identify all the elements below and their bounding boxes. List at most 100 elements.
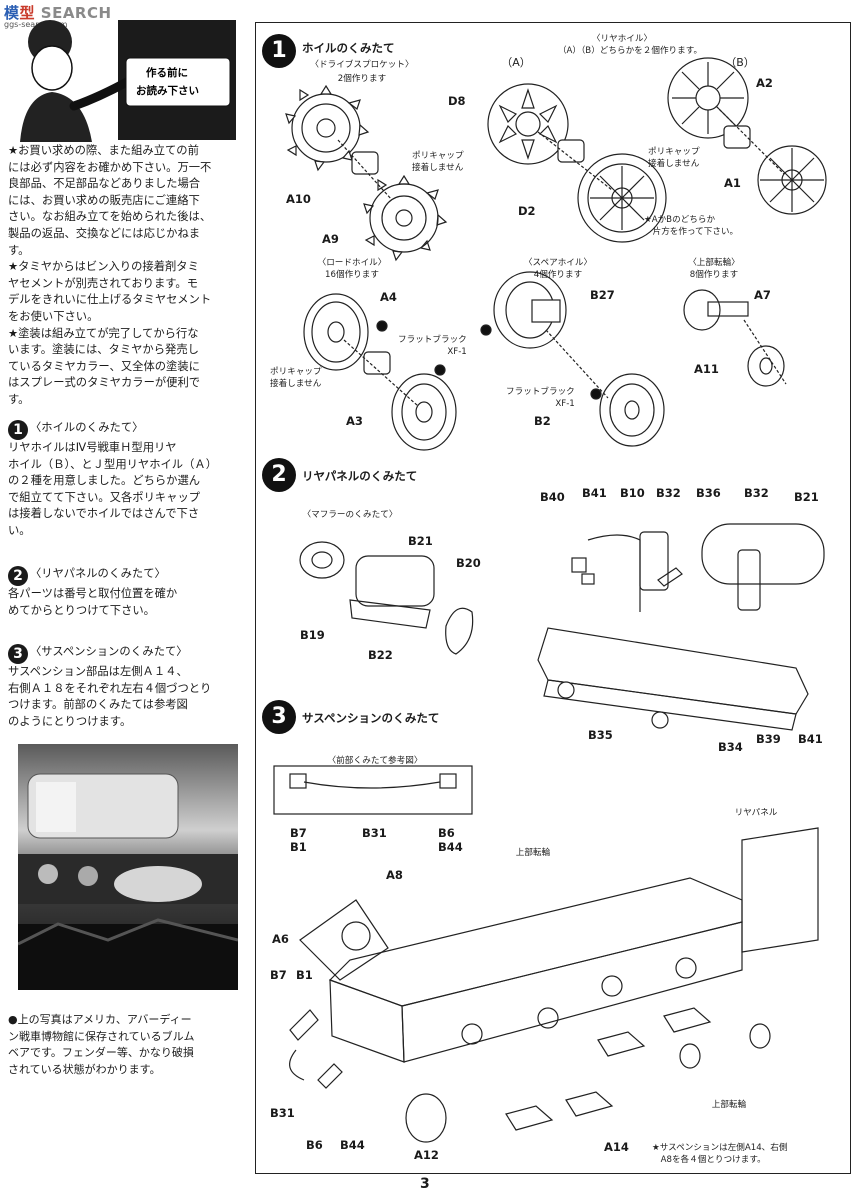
label-b32-right: B32 [744,486,769,500]
label-b6-ref: B6 [438,826,455,840]
step-1-body: リヤホイルはⅣ号戦車Ｈ型用リヤ ホイル（Ｂ）、とＪ型用リヤホイル（Ａ） の２種を… [8,441,217,537]
chassis-assembly [289,827,819,1143]
sprocket-title: 〈ドライブスプロケット〉 [310,60,414,70]
b35-nut-2 [651,711,669,729]
upper-roller-callout-2: 上部転輪 [711,1100,747,1110]
step-2-text: 2〈リヤパネルのくみたて〉 各パーツは番号と取付位置を確か めてからとりつけて下… [8,566,240,619]
label-b7-ref: B7 [290,826,307,840]
label-a12: A12 [414,1148,439,1162]
label-b39: B39 [756,732,781,746]
label-b40: B40 [540,490,565,504]
label-b1-ref: B1 [290,840,307,854]
upper-roller-qty: 8個作ります [689,270,739,280]
watermark: 模型 SEARCH [4,2,112,23]
watermark-url: ggs-search.com [4,20,68,29]
muffler-assembly [299,541,474,655]
road-wheel-a4 [303,293,369,371]
rear-wheel-d2 [577,153,667,243]
label-a6: A6 [272,932,289,946]
label-b10: B10 [620,486,645,500]
intro-text: ★お買い求めの際、また組み立ての前 には必ず内容をお確かめ下さい。万一不 良部品… [8,143,240,409]
muffler-title: 〈マフラーのくみたて〉 [302,510,398,520]
label-a11: A11 [694,362,719,376]
rear-wheel-qty: （A）（B）どちらかを２個作ります。 [557,46,703,56]
suspension-arm-2 [565,1091,614,1117]
label-b41-top: B41 [582,486,607,500]
photo-caption: ●上の写真はアメリカ、アバーディー ン戦車博物館に保存されているブルム ベアです… [8,1013,195,1076]
label-a2: A2 [756,76,773,90]
step-2-heading: 〈リヤパネルのくみたて〉 [30,567,166,580]
officer-face [31,45,73,91]
label-a10: A10 [286,192,311,206]
label-b20: B20 [456,556,481,570]
polycap-2 [557,139,585,163]
bolt-3 [480,324,492,336]
polycap-3 [723,125,751,149]
label-b6: B6 [306,1138,323,1152]
option-a: （A） [501,56,531,69]
step-3-badge: 3 [8,644,28,664]
sign-line-1: 作る前に [146,66,188,79]
label-b34: B34 [718,740,743,754]
step-1-badge: 1 [8,420,28,440]
idler-a12 [405,1093,447,1143]
bolt-4 [590,388,602,400]
polycap-note-3: ポリキャップ 接着しません [270,367,322,389]
step-3-text: 3〈サスペンションのくみたて〉 サスペンション部品は左側Ａ１４、 右側Ａ１８をそ… [8,644,240,730]
step-3-heading: 〈サスペンションのくみたて〉 [30,645,188,658]
label-b35: B35 [588,728,613,742]
upper-roller-a11 [747,345,785,387]
label-b31-ref: B31 [362,826,387,840]
suspension-arm-3 [597,1031,646,1057]
spare-wheel-b27 [493,271,567,349]
museum-photo [17,744,239,990]
rear-wheel-d8 [487,83,569,165]
label-b21-muffler: B21 [408,534,433,548]
label-a7: A7 [754,288,771,302]
suspension-arm-4 [663,1007,712,1033]
step-3-number: 3 [262,700,296,734]
step-1-text: 1〈ホイルのくみたて〉 リヤホイルはⅣ号戦車Ｈ型用リヤ ホイル（Ｂ）、とＪ型用リ… [8,420,240,540]
label-b31: B31 [270,1106,295,1120]
step-3-body: サスペンション部品は左側Ａ１４、 右側Ａ１８をそれぞれ左右４個づつとり つけます… [8,665,212,728]
page-number: 3 [420,1176,430,1192]
label-b22: B22 [368,648,393,662]
label-b1: B1 [296,968,313,982]
label-b19: B19 [300,628,325,642]
spare-wheel-b2 [599,373,665,447]
label-d2: D2 [518,204,536,218]
label-b41-bottom: B41 [798,732,823,746]
intro-paragraph-3: ★塗装は組み立てが完了してから行な います。塗装には、タミヤから発売し ているタ… [8,326,201,406]
step-2-badge: 2 [8,566,28,586]
upper-roller-a7 [683,289,749,331]
label-a14: A14 [604,1140,629,1154]
sign-line-2: お読み下さい [136,84,199,97]
ab-choice-note: ★AかBのどちらか 片方を作って下さい。 [644,215,739,237]
label-a3: A3 [346,414,363,428]
road-wheel-title: 〈ロードホイル〉 [317,258,387,268]
upper-roller-callout-1: 上部転輪 [515,848,551,858]
rear-wheel-a1 [757,145,827,215]
rear-panel-assembly [537,523,825,731]
step-2-number: 2 [262,458,296,492]
step-2-title: リヤパネルのくみたて [302,469,418,483]
label-a8: A8 [386,868,403,882]
intro-paragraph-2: ★タミヤからはビン入りの接着剤タミ ヤセメントが別売されております。モ デルをき… [8,260,212,323]
polycap-note-2: ポリキャップ 接着しません [648,147,700,169]
flat-black-note-2: フラットブラック XF-1 [506,387,575,409]
label-b44-ref: B44 [438,840,463,854]
front-reference-box [273,765,473,815]
rear-wheel-a2 [667,57,749,139]
bolt-1 [376,320,388,332]
label-b27: B27 [590,288,615,302]
step-1-number: 1 [262,34,296,68]
watermark-char-1: 模 [4,4,20,22]
rear-wheel-title: 〈リヤホイル〉 [591,34,653,44]
step-3-title: サスペンションのくみたて [302,711,440,725]
sprocket-qty: 2個作ります [337,74,387,84]
bolt-2 [434,364,446,376]
option-b: （B） [725,56,755,69]
step-1-title: ホイルのくみたて [302,41,395,55]
watermark-search: SEARCH [40,4,112,22]
